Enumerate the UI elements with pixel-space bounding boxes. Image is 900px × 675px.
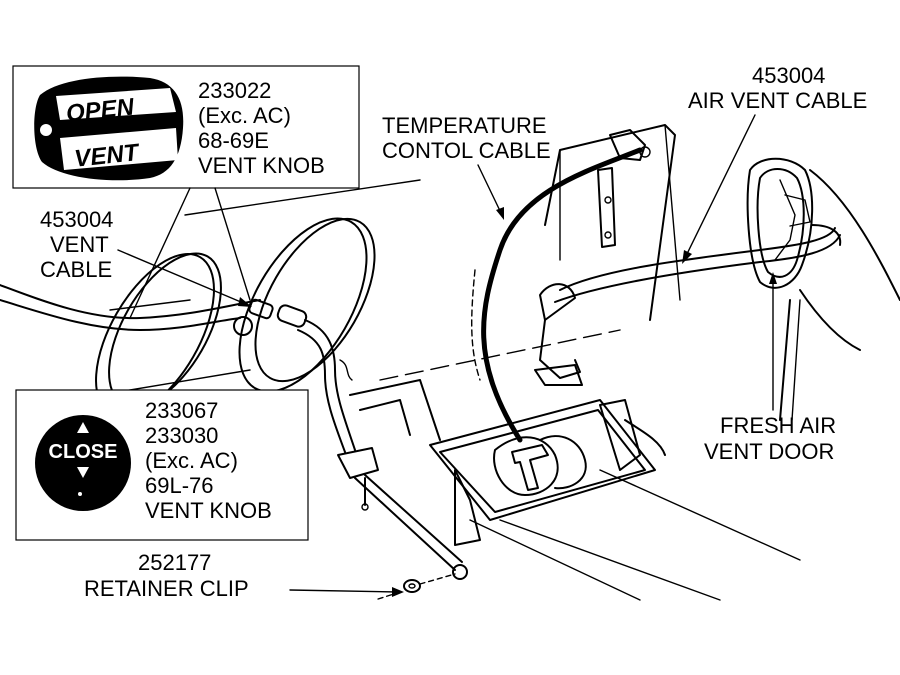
- vent-cable-callout: 453004 VENT CABLE: [40, 207, 252, 307]
- cowl-panel-drawing: [544, 124, 681, 321]
- close-part-number-2: 233030: [145, 423, 218, 448]
- temperature-cable-line-1: TEMPERATURE: [382, 113, 547, 138]
- fresh-air-door-line-1: FRESH AIR: [720, 413, 836, 438]
- dash-panel-drawing: [0, 179, 421, 417]
- close-knob-icon: CLOSE: [35, 415, 131, 511]
- close-part-number-1: 233067: [145, 398, 218, 423]
- air-vent-cable-part-number: 453004: [752, 63, 825, 88]
- fresh-air-door-callout: FRESH AIR VENT DOOR: [704, 272, 836, 464]
- close-exc-ac: (Exc. AC): [145, 448, 238, 473]
- temperature-cable-line-2: CONTOL CABLE: [382, 138, 551, 163]
- control-head-drawing: [349, 329, 801, 601]
- vent-cable-leader: [117, 249, 249, 306]
- retainer-clip-drawing: [374, 573, 456, 601]
- open-vent-model-years: 68-69E: [198, 128, 269, 153]
- temperature-cable-drawing: [471, 129, 651, 443]
- vent-cable-line-1: VENT: [50, 232, 109, 257]
- air-vent-cable-callout: 453004 AIR VENT CABLE: [682, 63, 867, 264]
- close-knob-text: CLOSE: [49, 441, 118, 463]
- temperature-cable-leader: [477, 164, 503, 216]
- vent-cable-part-number: 453004: [40, 207, 113, 232]
- open-vent-knob-label: VENT KNOB: [198, 153, 325, 178]
- close-knob-label: VENT KNOB: [145, 498, 272, 523]
- open-vent-knob-callout: OPEN VENT 233022 (Exc. AC) 68-69E VENT K…: [12, 65, 360, 319]
- open-vent-exc-ac: (Exc. AC): [198, 103, 291, 128]
- retainer-clip-label: RETAINER CLIP: [84, 576, 249, 601]
- open-vent-knob-icon: OPEN VENT: [34, 76, 184, 181]
- retainer-clip-part-number: 252177: [138, 550, 211, 575]
- vent-cable-drawing: [233, 298, 468, 580]
- fresh-air-door-line-2: VENT DOOR: [704, 439, 834, 464]
- air-vent-cable-leader: [684, 114, 756, 259]
- temperature-cable-callout: TEMPERATURE CONTOL CABLE: [382, 113, 551, 220]
- vent-cable-line-2: CABLE: [40, 257, 112, 282]
- air-vent-cable-label: AIR VENT CABLE: [688, 88, 867, 113]
- retainer-clip-leader: [289, 589, 399, 593]
- air-vent-drawing: [534, 157, 900, 421]
- retainer-clip-callout: 252177 RETAINER CLIP: [84, 550, 456, 601]
- close-model-years: 69L-76: [145, 473, 214, 498]
- close-knob-callout: CLOSE 233067 233030 (Exc. AC) 69L-76 VEN…: [15, 389, 309, 541]
- open-vent-part-number: 233022: [198, 78, 271, 103]
